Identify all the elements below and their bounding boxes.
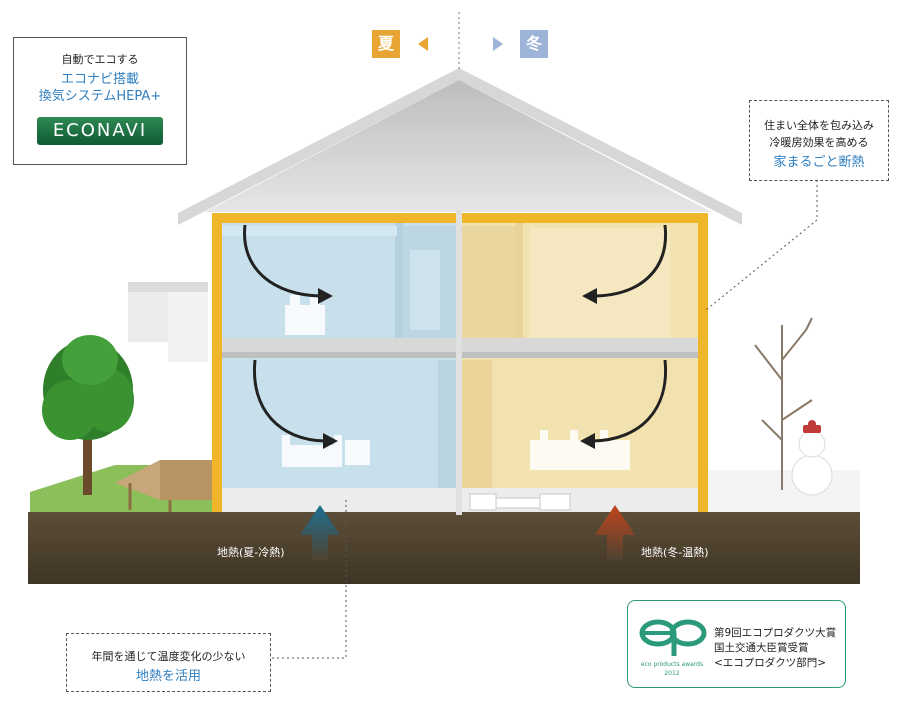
- insulation-headline: 家まるごと断熱: [773, 155, 865, 170]
- award-logo-year: 2012: [664, 670, 680, 677]
- insulation-callout: 住まい全体を包み込み 冷暖房効果を高める 家まるごと断熱: [749, 100, 889, 181]
- summer-tree: [42, 335, 134, 495]
- eco-products-award-logo: [639, 619, 707, 656]
- ground-heat-arrow-cool: [300, 505, 340, 560]
- summer-badge: 夏: [372, 30, 400, 58]
- furniture: [282, 295, 630, 470]
- ground-heat-arrow-warm: [595, 505, 635, 560]
- econavi-system-name: 換気システムHEPA+: [38, 89, 162, 104]
- award-logo-caption: eco products awards: [640, 661, 704, 668]
- callout-leaders: [269, 180, 818, 659]
- ground-heat-winter-label: 地熱(冬-温熱): [641, 546, 709, 559]
- airflow-arrows-cool: [243, 224, 326, 443]
- ventilation-duct: [469, 493, 571, 511]
- award-category: <エコプロダクツ部門>: [714, 657, 827, 669]
- award-prize: 国土交通大臣賞受賞: [714, 642, 809, 654]
- econavi-feature: エコナビ搭載: [60, 72, 139, 87]
- geothermal-headline: 地熱を活用: [135, 669, 201, 684]
- ground-heat-summer-label: 地熱(夏-冷熱): [217, 546, 285, 559]
- econavi-tagline: 自動でエコする: [61, 53, 139, 66]
- award-title: 第9回エコプロダクツ大賞: [714, 627, 837, 639]
- snow-ground: [700, 470, 860, 515]
- snowman: [791, 420, 833, 496]
- econavi-panel: 自動でエコする エコナビ搭載 換気システムHEPA+ ECONAVI: [13, 37, 187, 165]
- wooden-deck: [115, 460, 215, 512]
- summer-pointer-icon: [418, 37, 428, 51]
- econavi-logo: ECONAVI: [37, 117, 163, 145]
- warm-rooms: [462, 223, 670, 490]
- winter-tree: [754, 317, 813, 490]
- geothermal-callout: 年間を通じて温度変化の少ない 地熱を活用: [66, 633, 271, 692]
- insulation-line-2: 冷暖房効果を高める: [769, 136, 869, 149]
- cool-rooms: [222, 223, 458, 490]
- roof: [178, 68, 742, 225]
- winter-badge: 冬: [520, 30, 548, 58]
- insulation-line-1: 住まい全体を包み込み: [764, 119, 874, 132]
- winter-pointer-icon: [493, 37, 503, 51]
- neighbor-building: [128, 282, 208, 362]
- airflow-arrows-warm: [592, 224, 668, 443]
- soil-ground: [28, 512, 860, 584]
- geothermal-line-1: 年間を通じて温度変化の少ない: [91, 650, 246, 663]
- award-badge: eco products awards 2012 第9回エコプロダクツ大賞 国土…: [627, 600, 846, 688]
